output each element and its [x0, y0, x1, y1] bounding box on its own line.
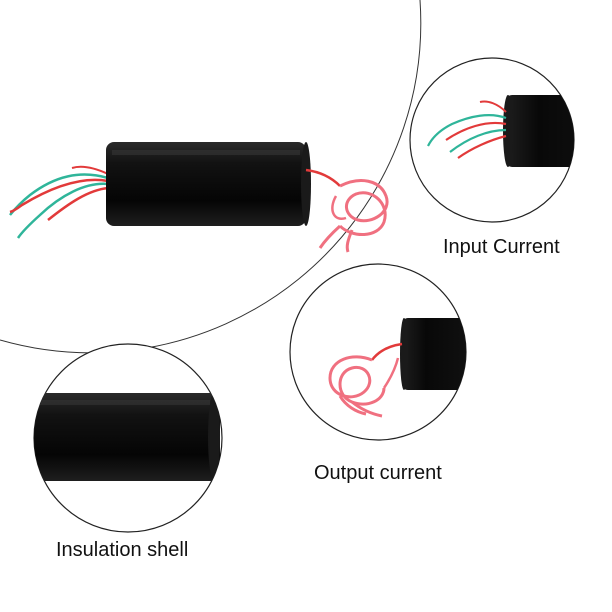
main-input-wires [9, 165, 109, 239]
main-device-body [106, 142, 311, 226]
input-current-caption: Input Current [443, 236, 560, 258]
main-output-wires [305, 168, 389, 253]
output-zoom-content [328, 318, 466, 418]
input-zoom-content [427, 95, 574, 167]
insulation-shell-caption: Insulation shell [56, 539, 189, 561]
output-current-caption: Output current [314, 462, 442, 484]
shell-zoom-content [34, 393, 220, 481]
